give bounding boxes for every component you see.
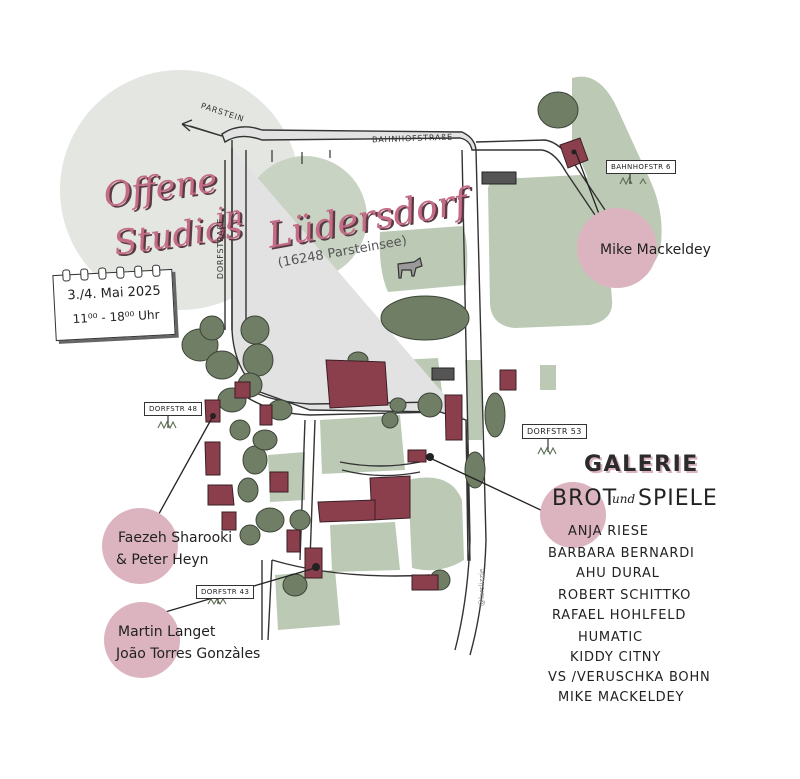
parstein-arrow-icon [181,119,223,137]
ring-icon [80,268,89,281]
list-item: Rafael Hohlfeld [552,608,687,623]
studio-markers [210,149,577,571]
sign-dorfstr-43: DORFSTR 43 [196,585,255,599]
artist-faezeh-line-1: Faezeh Sharooki [118,530,233,546]
date-card: 3./4. Mai 2025 11⁰⁰ - 18⁰⁰ Uhr [52,264,176,342]
artist-signature: @larslizzie [478,568,486,606]
list-item: Robert Schittko [558,588,692,603]
artist-faezeh-line-2: & Peter Heyn [116,552,209,568]
list-item: Anja Riese [568,524,649,539]
grass-tufts [157,176,647,606]
gallery-name-und: und [612,492,636,506]
road-label-dorfstrasse: DORFSTRAßE [216,217,226,280]
gallery-heading: GALERIE [584,452,699,477]
artist-circles [102,208,657,678]
ring-icon [62,269,71,282]
list-item: Mike Mackeldey [558,690,685,705]
grey-buildings [431,171,517,381]
list-item: Ahu Dural [576,566,660,581]
ring-icon [133,265,143,278]
list-item: Barbara Bernardi [548,546,695,561]
list-item: Kiddy Citny [570,650,662,665]
sign-dorfstr-48: DORFSTR 48 [144,402,203,416]
sign-dorfstr-53: DORFSTR 53 [522,424,587,439]
list-item: Humatic [578,630,643,645]
fence-posts [271,150,331,164]
date-card-paper [52,268,176,342]
ring-icon [98,267,107,280]
gallery-name-brot: BROT [552,486,618,511]
ring-icon [116,266,125,279]
horse-icon [397,257,423,279]
artist-martin-line-2: João Torres Gonzàles [116,646,261,662]
meadows [268,76,662,630]
ring-icon [151,264,161,277]
list-item: VS /Veruschka Bohn [548,670,711,685]
gallery-name-spiele: SPIELE [638,486,718,511]
artist-mike-mackeldey: Mike Mackeldey [600,242,711,258]
sign-bahnhofstr-6: BAHNHOFSTR 6 [606,160,676,174]
artist-martin-line-1: Martin Langet [118,624,216,640]
